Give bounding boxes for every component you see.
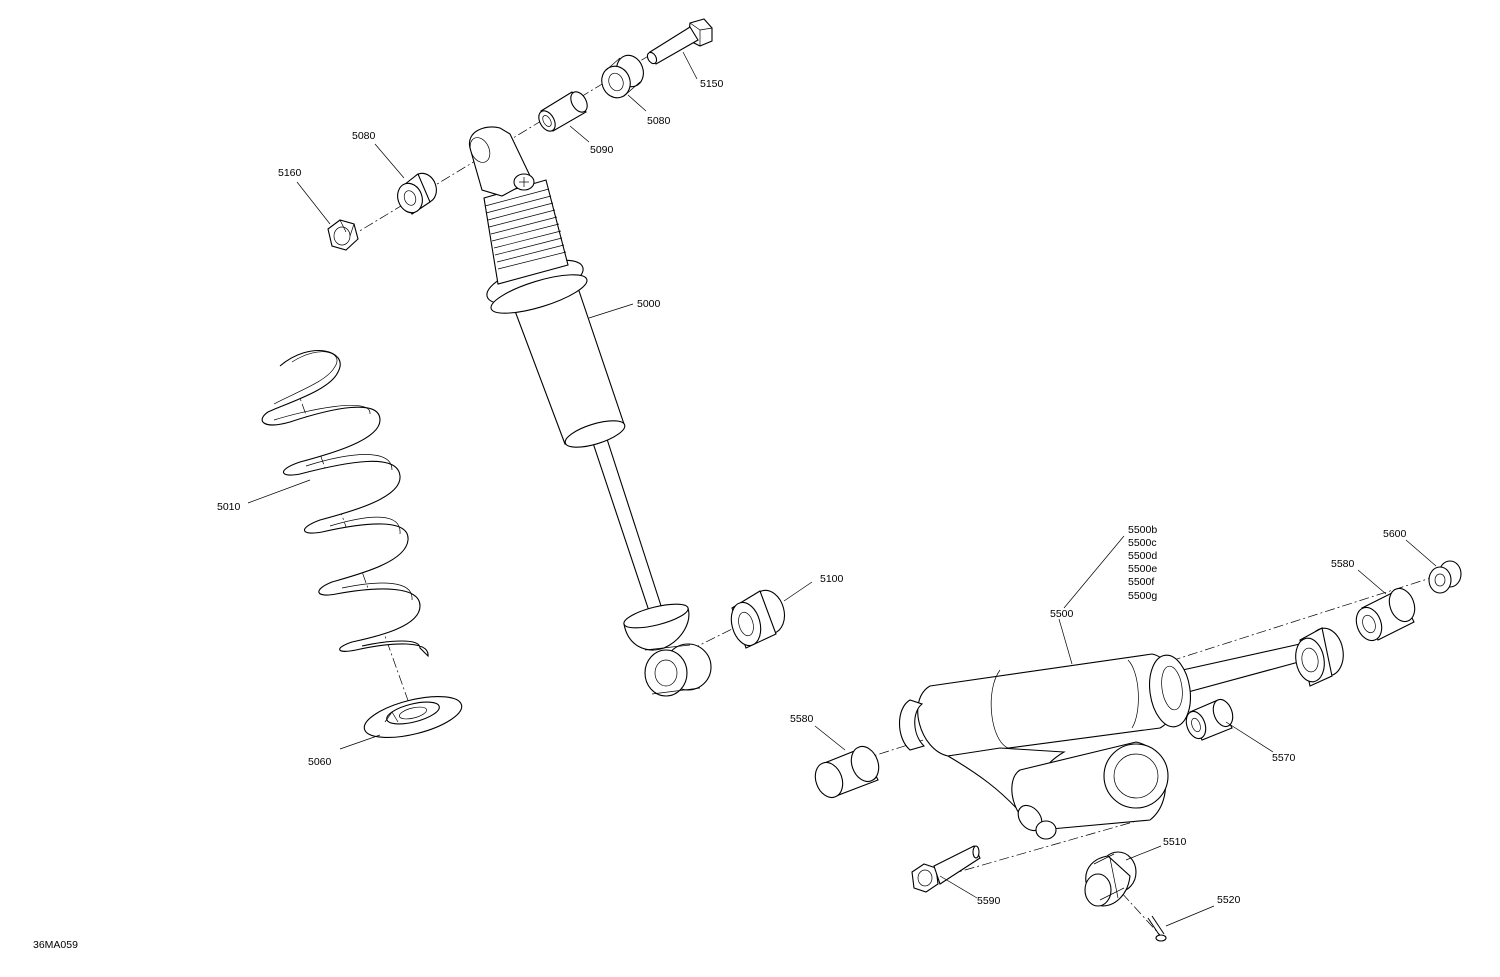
callout-5520: 5520	[1217, 894, 1241, 906]
callout-5060: 5060	[308, 756, 332, 768]
callout-5580-left: 5580	[790, 713, 814, 725]
callout-5090: 5090	[590, 144, 614, 156]
callout-5150: 5150	[700, 78, 724, 90]
washer-5600	[1428, 560, 1462, 594]
callout-5580-right: 5580	[1331, 558, 1355, 570]
spring-seat-5060	[363, 695, 463, 739]
sleeve-5580-left	[814, 745, 880, 799]
bushing-5080-left	[397, 172, 437, 215]
rear-shock-5500	[899, 627, 1344, 840]
callout-5080-left: 5080	[352, 130, 376, 142]
callout-5100: 5100	[820, 573, 844, 585]
drawing-reference: 36MA059	[33, 939, 78, 951]
callout-5080-top: 5080	[647, 115, 671, 127]
callout-5160: 5160	[278, 167, 302, 179]
callout-5010: 5010	[217, 501, 241, 513]
bushing-5100	[730, 589, 786, 649]
callout-labels: 5150 5080 5090 5080 5160 5000 5010 5100 …	[217, 78, 1407, 907]
callout-5500b: 5500b	[1128, 524, 1157, 536]
callout-5590: 5590	[977, 895, 1001, 907]
sleeve-5570	[1185, 698, 1234, 741]
shock-absorber-5000	[468, 126, 712, 697]
adjuster-knob-5510	[1084, 851, 1137, 907]
callout-5500e: 5500e	[1128, 563, 1157, 575]
sleeve-5580-right	[1355, 587, 1416, 642]
callout-5570: 5570	[1272, 752, 1296, 764]
center-lines	[289, 54, 1441, 936]
callout-5510: 5510	[1163, 836, 1187, 848]
callout-5600: 5600	[1383, 528, 1407, 540]
coil-spring-5010	[261, 350, 429, 658]
bolt-5150	[646, 18, 713, 65]
screw-5520	[1147, 915, 1167, 942]
sleeve-5090	[538, 91, 588, 132]
bushing-5080-top	[601, 54, 644, 99]
nut-5160	[327, 219, 359, 251]
leader-lines	[247, 51, 1437, 927]
callout-5500: 5500	[1050, 608, 1074, 620]
bolt-5590	[911, 845, 981, 893]
shock-threads	[484, 188, 567, 270]
callout-5500f: 5500f	[1128, 576, 1154, 588]
callout-5500g: 5500g	[1128, 590, 1157, 602]
callout-5000: 5000	[637, 298, 661, 310]
callout-5500c: 5500c	[1128, 537, 1157, 549]
callout-5500d: 5500d	[1128, 550, 1157, 562]
